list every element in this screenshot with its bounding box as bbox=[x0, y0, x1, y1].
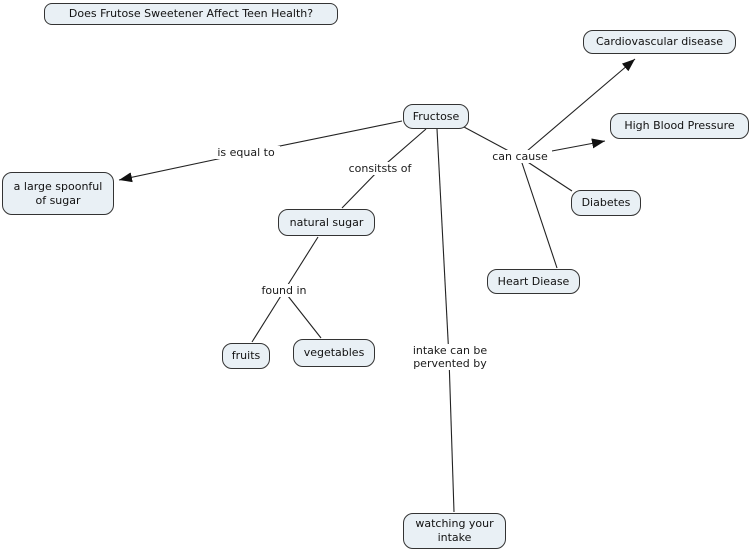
node-fruits[interactable]: fruits bbox=[222, 343, 270, 369]
node-diabetes[interactable]: Diabetes bbox=[571, 190, 641, 216]
node-spoonful-of-sugar[interactable]: a large spoonful of sugar bbox=[2, 172, 114, 215]
edge-cancause-cardiovascular bbox=[519, 58, 636, 158]
node-fructose[interactable]: Fructose bbox=[403, 104, 469, 129]
edge-cancause-heartdisease bbox=[519, 156, 558, 269]
edge-label-intake-prevented[interactable]: intake can be pervented by bbox=[406, 344, 494, 370]
node-cardiovascular-disease[interactable]: Cardiovascular disease bbox=[583, 30, 736, 54]
edge-label-consists-of[interactable]: consitsts of bbox=[342, 162, 418, 175]
edge-foundin-fruits bbox=[251, 290, 285, 343]
node-high-blood-pressure[interactable]: High Blood Pressure bbox=[610, 113, 749, 139]
edge-naturalsugar-foundin bbox=[283, 236, 319, 292]
edge-label-is-equal-to[interactable]: is equal to bbox=[212, 146, 280, 159]
edge-consistsof-naturalsugar bbox=[341, 168, 381, 209]
node-heart-disease[interactable]: Heart Diease bbox=[487, 269, 580, 294]
edge-intakelabel-watching bbox=[448, 357, 455, 513]
node-natural-sugar[interactable]: natural sugar bbox=[278, 209, 375, 236]
edge-label-can-cause[interactable]: can cause bbox=[488, 150, 552, 163]
node-watching-intake[interactable]: watching your intake bbox=[403, 513, 506, 549]
node-vegetables[interactable]: vegetables bbox=[293, 339, 375, 367]
node-title-question[interactable]: Does Frutose Sweetener Affect Teen Healt… bbox=[44, 3, 338, 25]
edge-foundin-vegetables bbox=[283, 290, 322, 339]
edge-fructose-intakelabel bbox=[436, 128, 450, 359]
edge-label-found-in[interactable]: found in bbox=[257, 284, 311, 297]
